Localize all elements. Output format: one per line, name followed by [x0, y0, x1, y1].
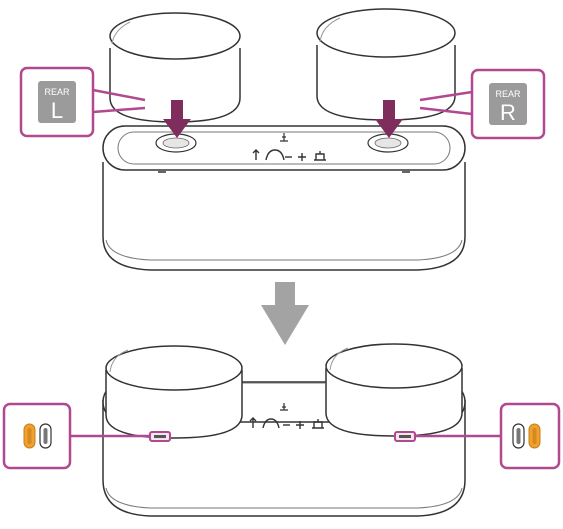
- bluetooth-icon: [265, 149, 285, 161]
- top-panel-icons: [252, 133, 326, 161]
- base-unit-top: [102, 125, 466, 271]
- rear-right-letter: R: [500, 100, 516, 125]
- callout-lamp-right: [499, 402, 561, 470]
- rear-left-label-plate: [38, 81, 76, 123]
- result-arrow: [261, 282, 309, 345]
- callout-lamp-left: [2, 402, 72, 470]
- volume-plus-icon: [298, 153, 306, 161]
- left-speaker-bottom: [105, 345, 243, 439]
- callout-rear-left: REAR L: [19, 66, 146, 138]
- right-speaker-bottom: [325, 343, 463, 437]
- right-indicator-slot: [394, 431, 416, 442]
- network-icon: [280, 133, 288, 142]
- power-icon: [314, 151, 326, 161]
- left-speaker-top: [109, 12, 241, 123]
- rear-right-prefix: REAR: [495, 89, 521, 99]
- rear-left-prefix: REAR: [44, 87, 70, 97]
- insert-arrow-left: [163, 100, 191, 138]
- usb-icon: [252, 149, 260, 160]
- insert-arrow-right: [375, 100, 403, 138]
- rear-right-label-plate: [489, 83, 527, 125]
- rear-left-letter: L: [51, 98, 63, 123]
- bottom-panel-icons: [249, 403, 324, 429]
- callout-rear-right: REAR R: [419, 68, 546, 140]
- left-indicator-slot: [149, 431, 171, 442]
- right-speaker-top: [316, 8, 456, 121]
